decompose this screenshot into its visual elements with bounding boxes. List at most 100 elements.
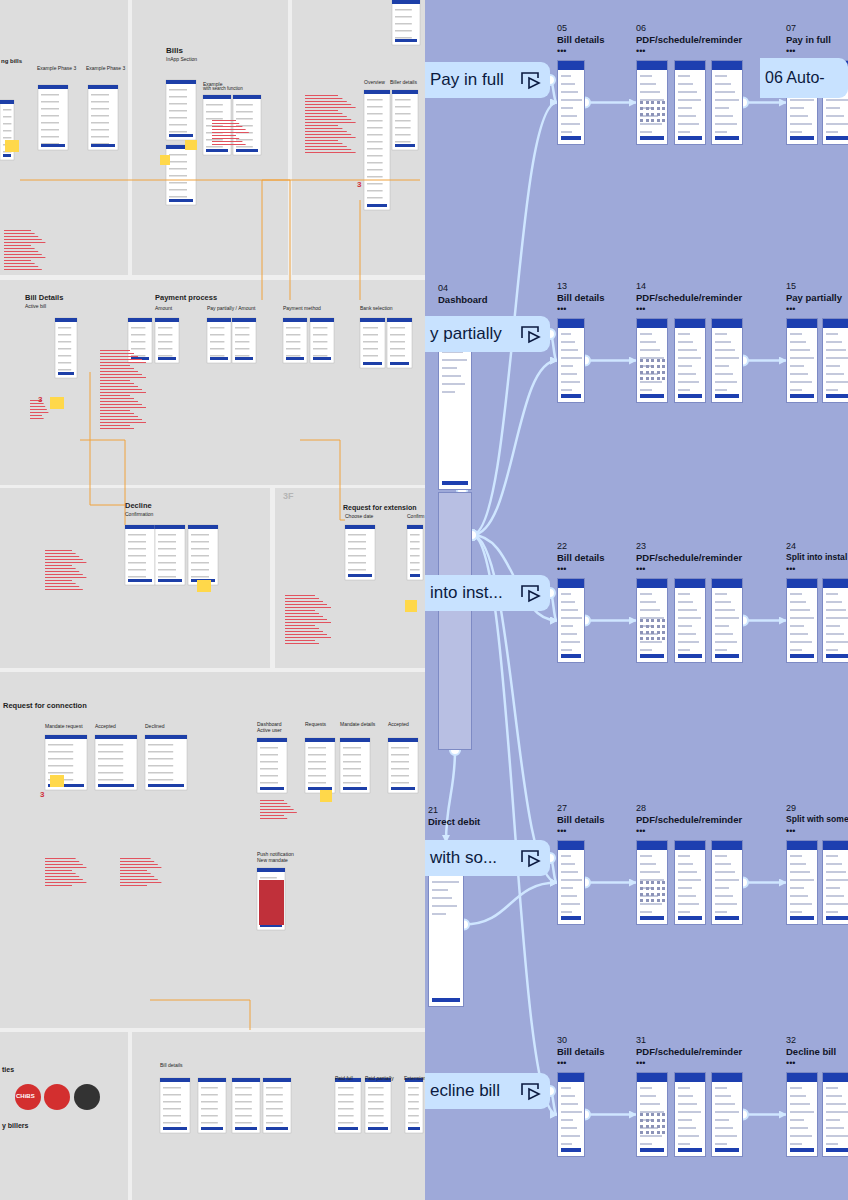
list-line bbox=[260, 754, 278, 756]
screen-line bbox=[561, 99, 582, 101]
screen-menu-dots: ••• bbox=[557, 565, 566, 575]
phone-button bbox=[395, 39, 417, 42]
list-line bbox=[266, 1094, 283, 1096]
annotation-line bbox=[260, 800, 284, 801]
flow-line bbox=[150, 1000, 250, 1030]
screen-number: 31 bbox=[636, 1036, 646, 1046]
screen-line bbox=[826, 649, 838, 651]
list-line bbox=[235, 355, 249, 357]
list-line bbox=[390, 348, 405, 350]
annotation-line bbox=[45, 882, 86, 883]
screen-caption: Payment process bbox=[155, 294, 217, 302]
screen-title: Split into instal bbox=[786, 553, 847, 562]
annotation-line bbox=[100, 362, 146, 363]
list-line bbox=[236, 118, 253, 120]
annotation-line bbox=[45, 873, 76, 874]
list-line bbox=[91, 129, 109, 131]
screen-line bbox=[826, 107, 840, 109]
calendar-cell bbox=[640, 107, 643, 110]
screen-line bbox=[790, 99, 814, 101]
calendar-cell bbox=[651, 1119, 654, 1122]
phone-mockup bbox=[145, 735, 187, 790]
annotation-line bbox=[212, 129, 246, 130]
phone-header bbox=[364, 90, 390, 94]
phone-header bbox=[232, 318, 256, 322]
list-line bbox=[266, 1122, 283, 1124]
list-line bbox=[367, 106, 383, 108]
screen-frame: 29Split with some••• bbox=[786, 840, 848, 925]
annotation-line bbox=[100, 353, 134, 354]
calendar-cell bbox=[646, 881, 649, 884]
annotation-line bbox=[212, 141, 242, 142]
screen-line bbox=[678, 75, 690, 77]
screen-line bbox=[826, 641, 848, 643]
list-line bbox=[236, 139, 253, 141]
phone-button bbox=[91, 144, 115, 147]
calendar-cell bbox=[646, 1119, 649, 1122]
screen-line bbox=[826, 617, 848, 619]
calendar-cell bbox=[657, 1131, 660, 1134]
calendar-cell bbox=[646, 359, 649, 362]
phone-button bbox=[236, 149, 258, 152]
flow-start-pill: with so... bbox=[425, 840, 550, 876]
phone-screen bbox=[674, 578, 706, 663]
screen-button bbox=[678, 394, 702, 398]
screen-line bbox=[790, 871, 810, 873]
screen-line bbox=[561, 389, 572, 391]
list-line bbox=[286, 341, 300, 343]
phone-button bbox=[158, 579, 182, 582]
annotation-line bbox=[120, 861, 154, 862]
list-line bbox=[41, 108, 59, 110]
screen-menu-dots: ••• bbox=[786, 565, 795, 575]
calendar-cell bbox=[646, 119, 649, 122]
screen-menu-dots: ••• bbox=[636, 565, 645, 575]
pill-label: 06 Auto- bbox=[765, 69, 825, 87]
annotation-line bbox=[45, 879, 83, 880]
list-line bbox=[348, 555, 366, 557]
list-line bbox=[408, 1101, 419, 1103]
list-line bbox=[98, 772, 123, 774]
board-frame bbox=[0, 280, 425, 485]
list-line bbox=[98, 779, 123, 781]
list-line bbox=[391, 754, 409, 756]
calendar-cell bbox=[646, 365, 649, 368]
play-icon-arrow bbox=[529, 78, 539, 88]
screen-button bbox=[790, 394, 814, 398]
flow-connector bbox=[743, 359, 786, 362]
screen-line bbox=[790, 115, 808, 117]
annotation-line bbox=[285, 625, 315, 626]
screen-header bbox=[787, 841, 817, 850]
calendar-cell bbox=[657, 1113, 660, 1116]
screen-number: 14 bbox=[636, 282, 646, 292]
list-line bbox=[266, 1101, 283, 1103]
play-icon bbox=[520, 324, 542, 344]
list-line bbox=[367, 148, 383, 150]
list-line bbox=[348, 569, 366, 571]
screen-line bbox=[715, 1119, 729, 1121]
calendar-cell bbox=[646, 377, 649, 380]
list-line bbox=[201, 1087, 218, 1089]
screen-line bbox=[640, 903, 662, 905]
screen-header bbox=[675, 841, 705, 850]
calendar-cell bbox=[646, 101, 649, 104]
annotation-line bbox=[4, 254, 42, 255]
screen-frame: 04Dashboard bbox=[438, 320, 472, 750]
screen-frame: 13Bill details••• bbox=[557, 318, 585, 403]
phone-button bbox=[348, 574, 372, 577]
list-line bbox=[131, 334, 145, 336]
screen-line bbox=[790, 903, 812, 905]
annotation-line bbox=[305, 131, 347, 132]
annotation-line bbox=[260, 803, 287, 804]
screen-button bbox=[715, 1148, 739, 1152]
callout-number: 3 bbox=[40, 791, 44, 800]
list-line bbox=[338, 1122, 354, 1124]
screen-button bbox=[826, 916, 848, 920]
phone-mockup bbox=[38, 85, 68, 150]
screen-button bbox=[561, 394, 581, 398]
list-line bbox=[48, 765, 73, 767]
screen-line bbox=[678, 1135, 700, 1137]
calendar-cell bbox=[651, 1125, 654, 1128]
list-line bbox=[391, 747, 409, 749]
annotation-line bbox=[120, 864, 158, 865]
screen-line bbox=[826, 333, 838, 335]
